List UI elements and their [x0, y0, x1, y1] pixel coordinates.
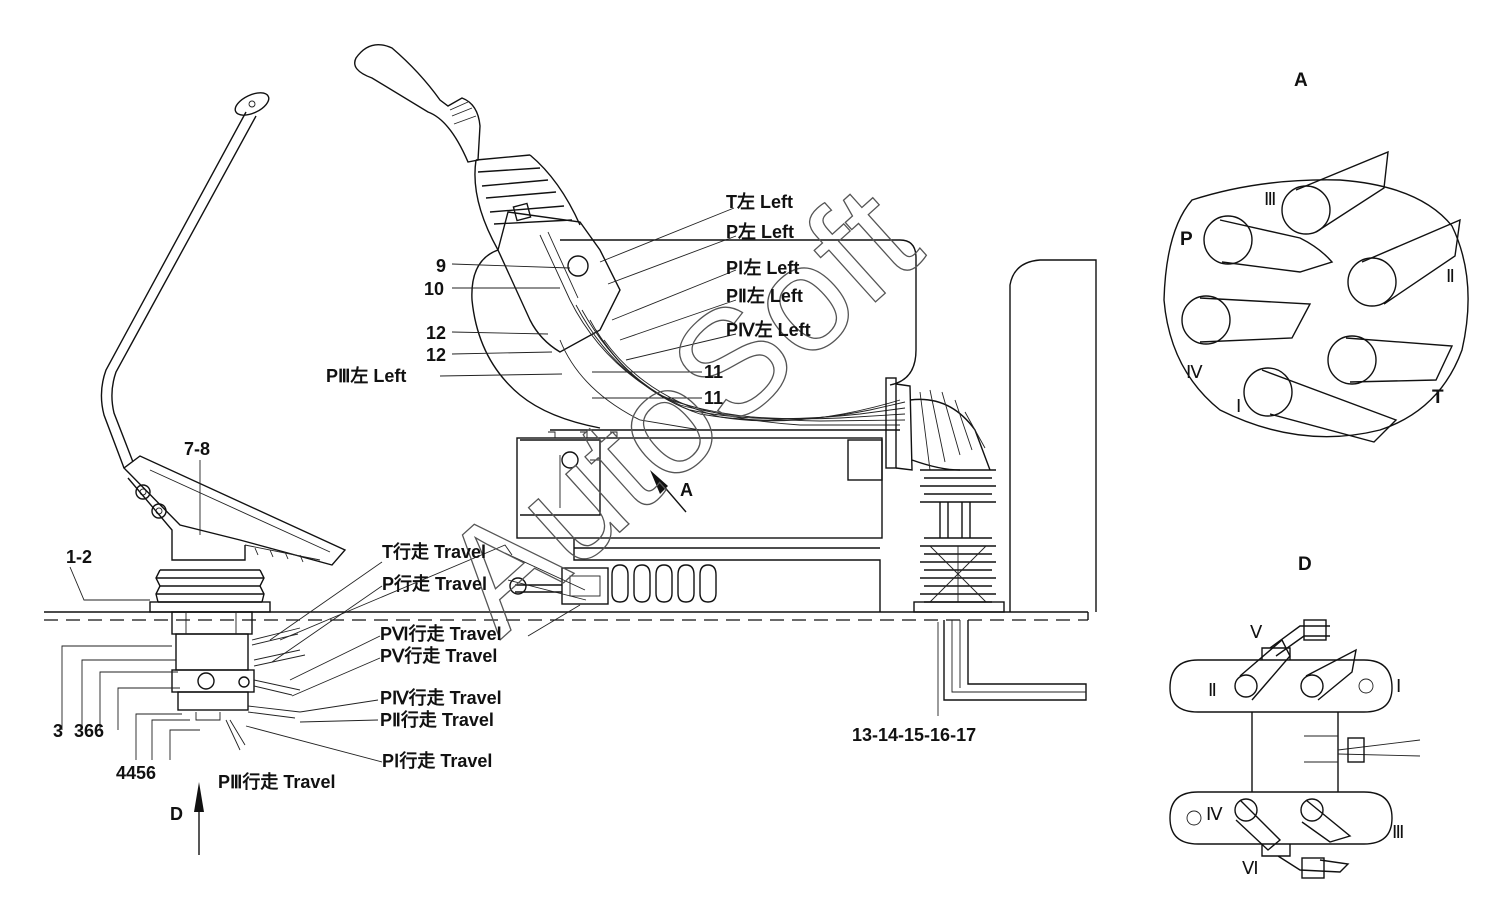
view-d-port-iv: Ⅳ [1206, 804, 1223, 824]
label-3: 3 [53, 721, 63, 741]
view-d-port-vi: Ⅵ [1242, 858, 1259, 878]
view-a [1163, 150, 1469, 443]
view-d-port-v: Ⅴ [1250, 622, 1263, 642]
label-arrow-a: A [680, 480, 693, 500]
arrow-a [650, 470, 687, 513]
view-d-port-i: Ⅰ [1396, 676, 1401, 696]
label-p6-travel: PⅥ行走 Travel [380, 623, 502, 644]
view-a-port-t: T [1432, 387, 1444, 408]
operator-seat-frame [471, 239, 1097, 612]
view-a-title: A [1294, 70, 1308, 91]
label-arrow-d: D [170, 804, 183, 824]
view-d-title: D [1298, 554, 1312, 575]
view-a-port-ii: Ⅱ [1446, 266, 1455, 286]
label-p-left: P左 Left [726, 221, 794, 242]
view-a-port-i: Ⅰ [1236, 396, 1241, 416]
label-10: 10 [424, 279, 444, 299]
label-p1-left: PⅠ左 Left [726, 257, 799, 278]
label-1-2: 1-2 [66, 547, 92, 567]
label-t-left: T左 Left [726, 191, 793, 212]
view-a-port-p: P [1180, 229, 1193, 250]
part-labels: 1-2 7-8 3 366 4456 9 10 12 12 11 11 13-1… [53, 191, 976, 824]
label-11-a: 11 [704, 362, 723, 382]
label-p2-travel: PⅡ行走 Travel [380, 709, 494, 730]
label-p5-travel: PⅤ行走 Travel [380, 645, 497, 666]
label-366: 366 [74, 721, 104, 741]
label-4456: 4456 [116, 763, 156, 783]
travel-pedal-assembly [61, 92, 347, 760]
pipe-bulkhead [885, 377, 1087, 716]
view-d-labels: D Ⅰ Ⅱ Ⅲ Ⅳ Ⅴ Ⅵ [1206, 554, 1404, 878]
label-p3-left: PⅢ左 Left [326, 365, 406, 386]
label-11-b: 11 [704, 388, 723, 408]
label-t-travel: T行走 Travel [382, 541, 486, 562]
label-p-travel: P行走 Travel [382, 573, 487, 594]
label-p3-travel: PⅢ行走 Travel [218, 771, 335, 792]
view-d [1169, 619, 1421, 879]
view-a-port-iii: Ⅲ [1264, 189, 1276, 209]
view-d-port-iii: Ⅲ [1392, 822, 1404, 842]
label-p1-travel: PⅠ行走 Travel [382, 750, 492, 771]
view-d-port-ii: Ⅱ [1208, 680, 1217, 700]
label-9: 9 [436, 256, 446, 276]
label-p4-left: PⅣ左 Left [726, 319, 811, 340]
arrow-d [194, 782, 204, 855]
label-7-8: 7-8 [184, 439, 210, 459]
label-p4-travel: PⅣ行走 Travel [380, 687, 502, 708]
label-12-a: 12 [426, 323, 446, 343]
travel-leaders [245, 544, 587, 763]
view-a-port-iv: Ⅳ [1186, 362, 1203, 382]
view-a-labels: A P T Ⅰ Ⅱ Ⅲ Ⅳ [1180, 70, 1455, 416]
joystick-lever [354, 44, 906, 431]
label-p2-left: PⅡ左 Left [726, 285, 803, 306]
label-13-17: 13-14-15-16-17 [852, 725, 976, 745]
label-12-b: 12 [426, 345, 446, 365]
